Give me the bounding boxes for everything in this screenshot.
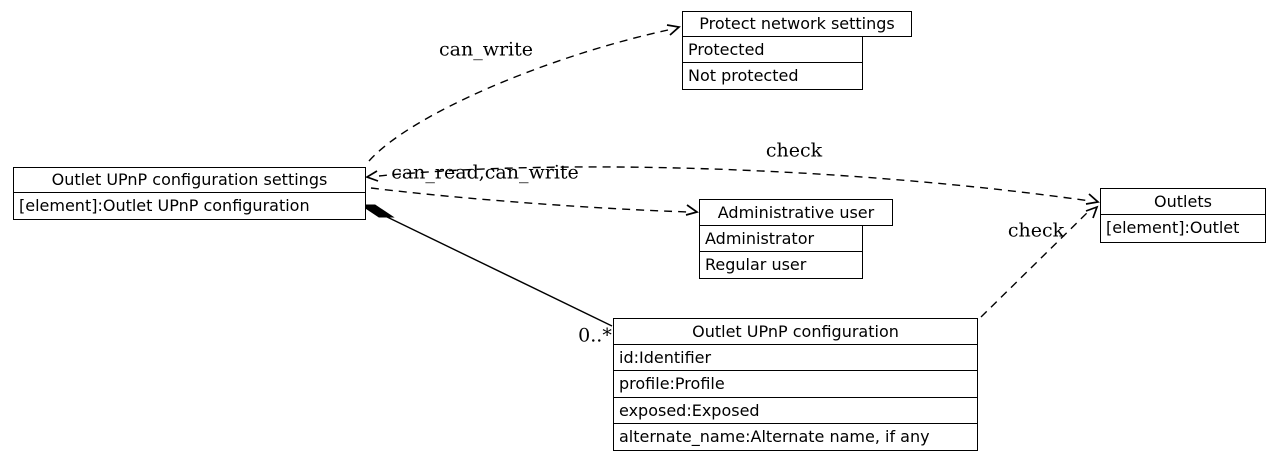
edge-label-can-read-can-write: can_read,can_write — [391, 161, 579, 184]
arrowhead-can-read-can-write-icon — [685, 204, 699, 216]
node-row: Protected — [682, 35, 863, 64]
node-row: alternate_name:Alternate name, if any — [613, 423, 978, 451]
node-row: Regular user — [699, 251, 863, 279]
node-outlets: Outlets [element]:Outlet — [1100, 188, 1266, 243]
node-title: Outlet UPnP configuration settings — [13, 167, 366, 193]
arrowhead-check-bottom-icon — [1085, 205, 1099, 219]
edge-label-multiplicity: 0..* — [578, 324, 612, 347]
node-administrative-user: Administrative user Administrator Regula… — [699, 199, 893, 279]
node-title: Outlets — [1100, 188, 1266, 215]
edge-label-can-write: can_write — [438, 38, 534, 61]
node-row: Administrator — [699, 224, 863, 253]
node-title: Outlet UPnP configuration — [613, 318, 978, 345]
node-outlet-upnp-configuration: Outlet UPnP configuration id:Identifier … — [613, 318, 978, 451]
node-row: profile:Profile — [613, 370, 978, 398]
edge-composition — [382, 214, 613, 327]
edge-label-check-bottom: check — [1007, 219, 1065, 242]
node-outlet-upnp-configuration-settings: Outlet UPnP configuration settings [elem… — [13, 167, 366, 220]
arrowhead-can-write-icon — [666, 24, 681, 36]
node-row: exposed:Exposed — [613, 396, 978, 425]
node-title: Administrative user — [699, 199, 893, 226]
arrowhead-check-top-right-icon — [1085, 193, 1100, 205]
node-row: id:Identifier — [613, 343, 978, 372]
edge-label-check-top: check — [765, 139, 823, 162]
node-row: [element]:Outlet — [1100, 213, 1266, 243]
node-title: Protect network settings — [682, 11, 912, 37]
node-row: [element]:Outlet UPnP configuration — [13, 191, 366, 220]
node-protect-network-settings: Protect network settings Protected Not p… — [682, 11, 912, 90]
node-row: Not protected — [682, 62, 863, 90]
edge-can-read-can-write — [370, 187, 690, 213]
arrowhead-check-top-left-icon — [365, 170, 379, 182]
